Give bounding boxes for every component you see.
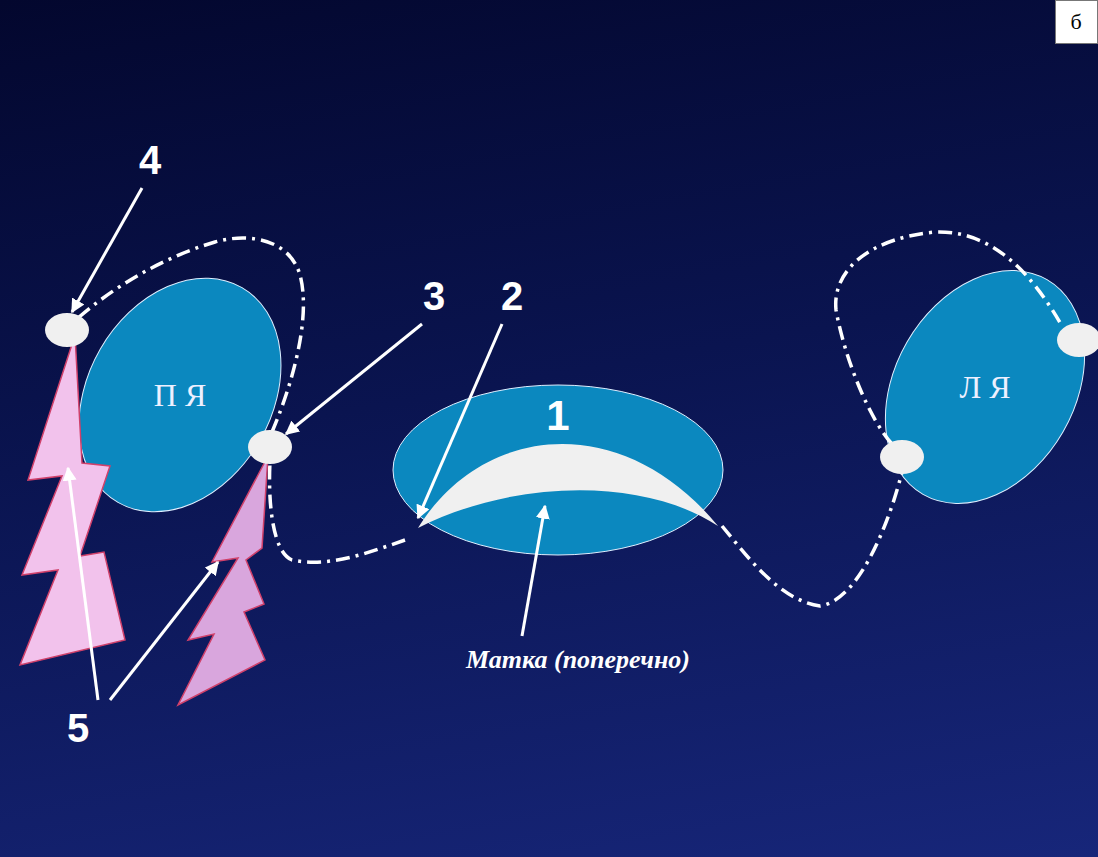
leader-arrow bbox=[110, 562, 218, 700]
callout-number: 3 bbox=[423, 274, 445, 319]
ovary-outline bbox=[845, 235, 1098, 540]
right-tube bbox=[270, 462, 405, 562]
leader-arrow bbox=[418, 324, 502, 518]
tube-end bbox=[248, 430, 292, 464]
node-text: П Я bbox=[154, 377, 206, 414]
structure-label: Матка (поперечно) bbox=[466, 645, 690, 675]
node-text: б bbox=[1070, 9, 1081, 35]
right-tube bbox=[78, 238, 303, 432]
leader-arrow bbox=[68, 468, 98, 700]
left-tube bbox=[722, 472, 902, 606]
uterus-shape: 1 bbox=[392, 384, 724, 556]
callout-number: 2 bbox=[501, 274, 523, 319]
node-text: Л Я bbox=[959, 369, 1010, 406]
leader-arrow bbox=[72, 188, 142, 312]
uterus-outline bbox=[393, 385, 723, 555]
leader-arrow bbox=[286, 324, 422, 434]
panel-letter-box: б bbox=[1055, 0, 1098, 44]
tube-end bbox=[1057, 323, 1098, 357]
uterine-cavity bbox=[418, 444, 718, 528]
leader-arrow bbox=[522, 506, 545, 636]
lightning-bolt bbox=[178, 456, 268, 705]
letter-box-border bbox=[1055, 1, 1097, 44]
ovary-shape: Л Я bbox=[870, 252, 1098, 522]
left-tube bbox=[836, 232, 1062, 444]
callout-number: 5 bbox=[67, 706, 89, 751]
tube-end bbox=[45, 313, 89, 347]
callout-number: 4 bbox=[139, 138, 161, 183]
node-text: 1 bbox=[546, 392, 569, 440]
tube-end bbox=[880, 440, 924, 474]
